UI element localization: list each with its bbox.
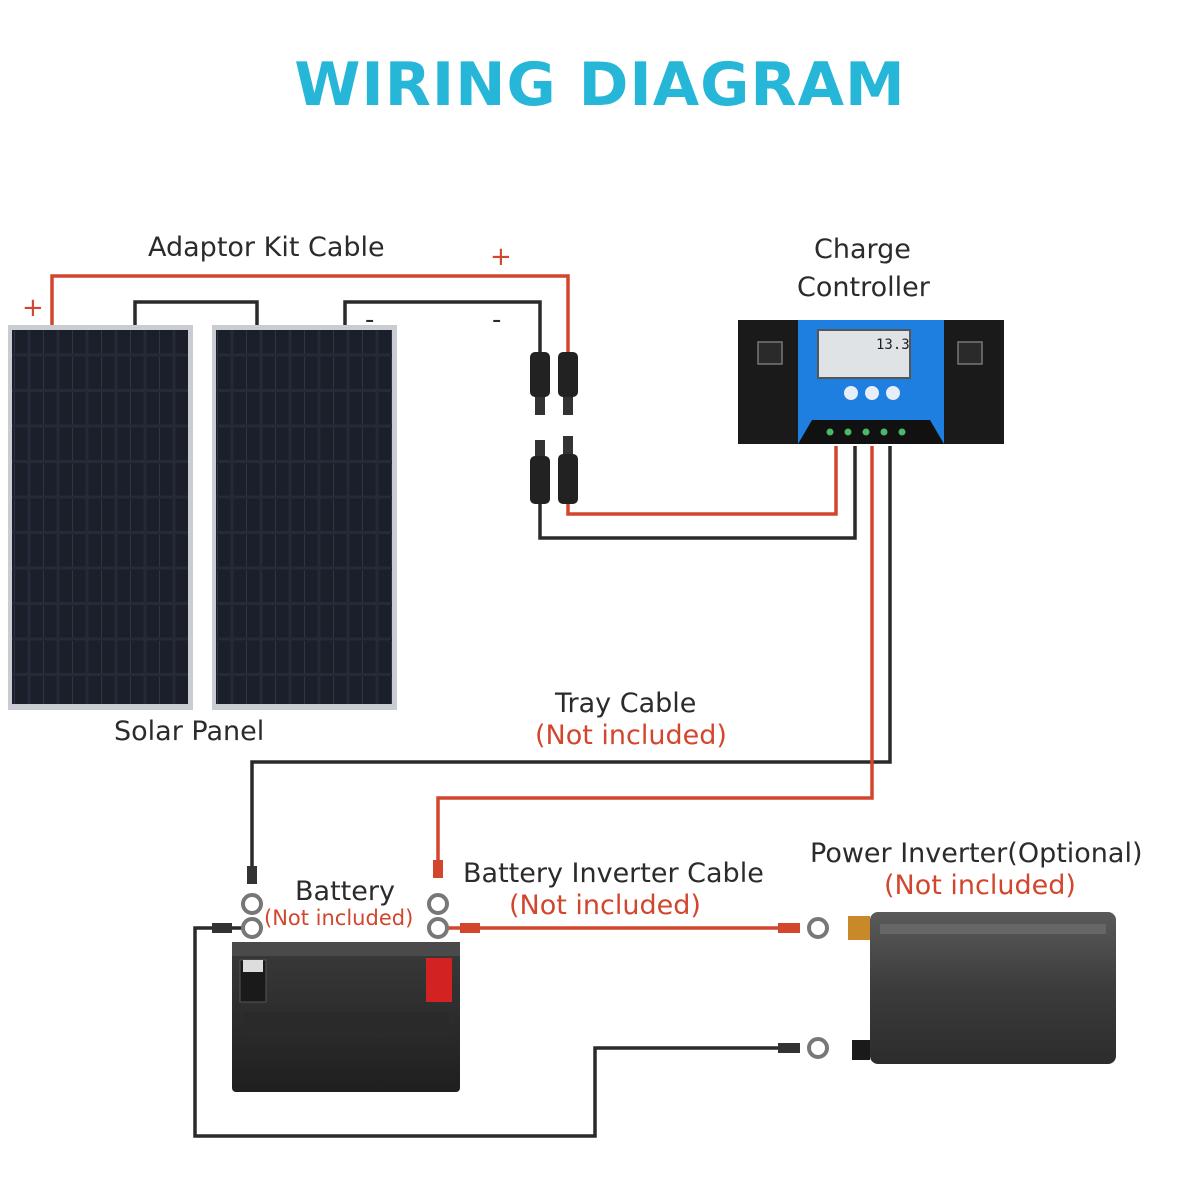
adaptor-kit-cable-label: Adaptor Kit Cable bbox=[148, 232, 385, 263]
tray-cable bbox=[250, 446, 892, 868]
panel-minus-sign: - bbox=[365, 305, 375, 335]
panel-plus-sign: + bbox=[22, 293, 44, 323]
controller-reading: 13.3 bbox=[876, 337, 910, 353]
adaptor-kit-cable bbox=[50, 274, 857, 540]
battery-icon bbox=[232, 942, 460, 1092]
battery-note: (Not included) bbox=[264, 906, 414, 930]
battery-label: Battery bbox=[295, 876, 395, 907]
page-title: WIRING DIAGRAM bbox=[294, 50, 906, 120]
charge-controller-label-2: Controller bbox=[797, 272, 930, 303]
cable-minus-sign: - bbox=[492, 305, 502, 335]
power-inverter-label: Power Inverter(Optional) bbox=[810, 838, 1143, 869]
power-inverter-note: (Not included) bbox=[884, 870, 1076, 901]
battery-inverter-cable-note: (Not included) bbox=[509, 890, 701, 921]
mc4-connector-icon bbox=[530, 352, 578, 504]
charge-controller-label-1: Charge bbox=[814, 234, 911, 265]
charge-controller-icon: 13.3 bbox=[738, 320, 1004, 444]
ring-terminal-icon bbox=[241, 893, 829, 1059]
solar-panel-right bbox=[212, 325, 397, 710]
tray-cable-label: Tray Cable bbox=[555, 688, 697, 719]
solar-panel-label: Solar Panel bbox=[114, 716, 265, 747]
tray-cable-note: (Not included) bbox=[535, 720, 727, 751]
power-inverter-icon bbox=[848, 912, 1116, 1064]
cable-plus-sign: + bbox=[490, 242, 512, 272]
solar-panel-left bbox=[8, 325, 193, 710]
battery-inverter-cable-label: Battery Inverter Cable bbox=[463, 858, 764, 889]
battery-inverter-cable bbox=[193, 926, 790, 1138]
